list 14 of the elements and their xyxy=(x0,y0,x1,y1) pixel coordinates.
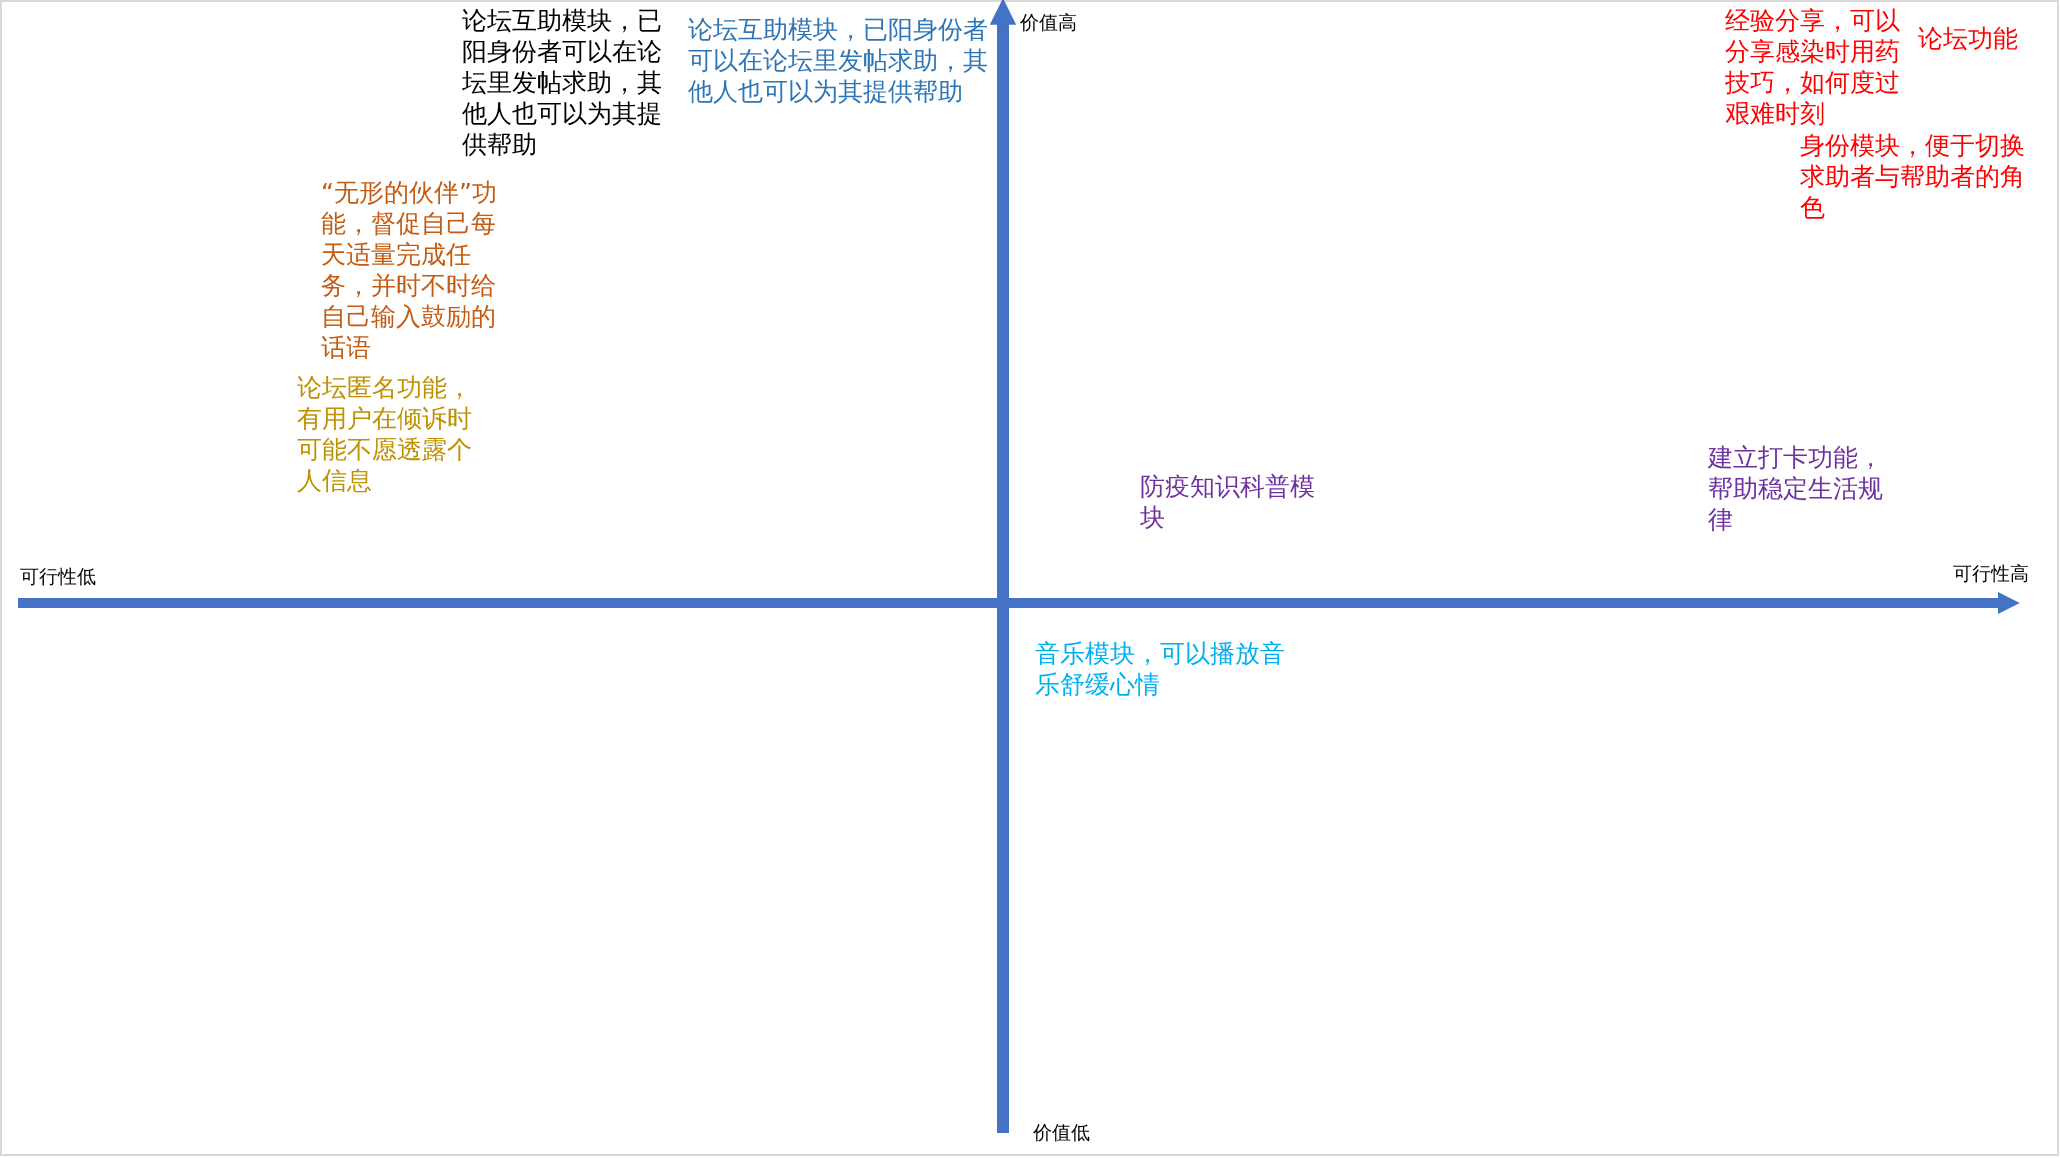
axis-label: 可行性高 xyxy=(1953,561,2029,585)
axis-label: 价值高 xyxy=(1020,10,1077,34)
quadrant-note: “无形的伙伴”功能，督促自己每天适量完成任务，并时不时给自己输入鼓励的话语 xyxy=(321,177,498,363)
quadrant-note: 论坛功能 xyxy=(1918,23,2018,54)
quadrant-note: 音乐模块，可以播放音乐舒缓心情 xyxy=(1035,638,1286,700)
axis-label: 可行性低 xyxy=(20,564,96,588)
quadrant-note: 论坛互助模块，已阳身份者可以在论坛里发帖求助，其他人也可以为其提供帮助 xyxy=(462,5,663,160)
quadrant-note: 身份模块，便于切换求助者与帮助者的角色 xyxy=(1800,130,2026,223)
quadrant-note: 防疫知识科普模块 xyxy=(1140,471,1316,533)
axis-label: 价值低 xyxy=(1033,1120,1090,1144)
quadrant-note: 论坛匿名功能，有用户在倾诉时可能不愿透露个人信息 xyxy=(297,372,473,496)
quadrant-note: 经验分享，可以分享感染时用药技巧，如何度过艰难时刻 xyxy=(1725,5,1901,129)
quadrant-note: 建立打卡功能，帮助稳定生活规律 xyxy=(1708,442,1884,535)
quadrant-note: 论坛互助模块，已阳身份者可以在论坛里发帖求助，其他人也可以为其提供帮助 xyxy=(688,14,989,107)
